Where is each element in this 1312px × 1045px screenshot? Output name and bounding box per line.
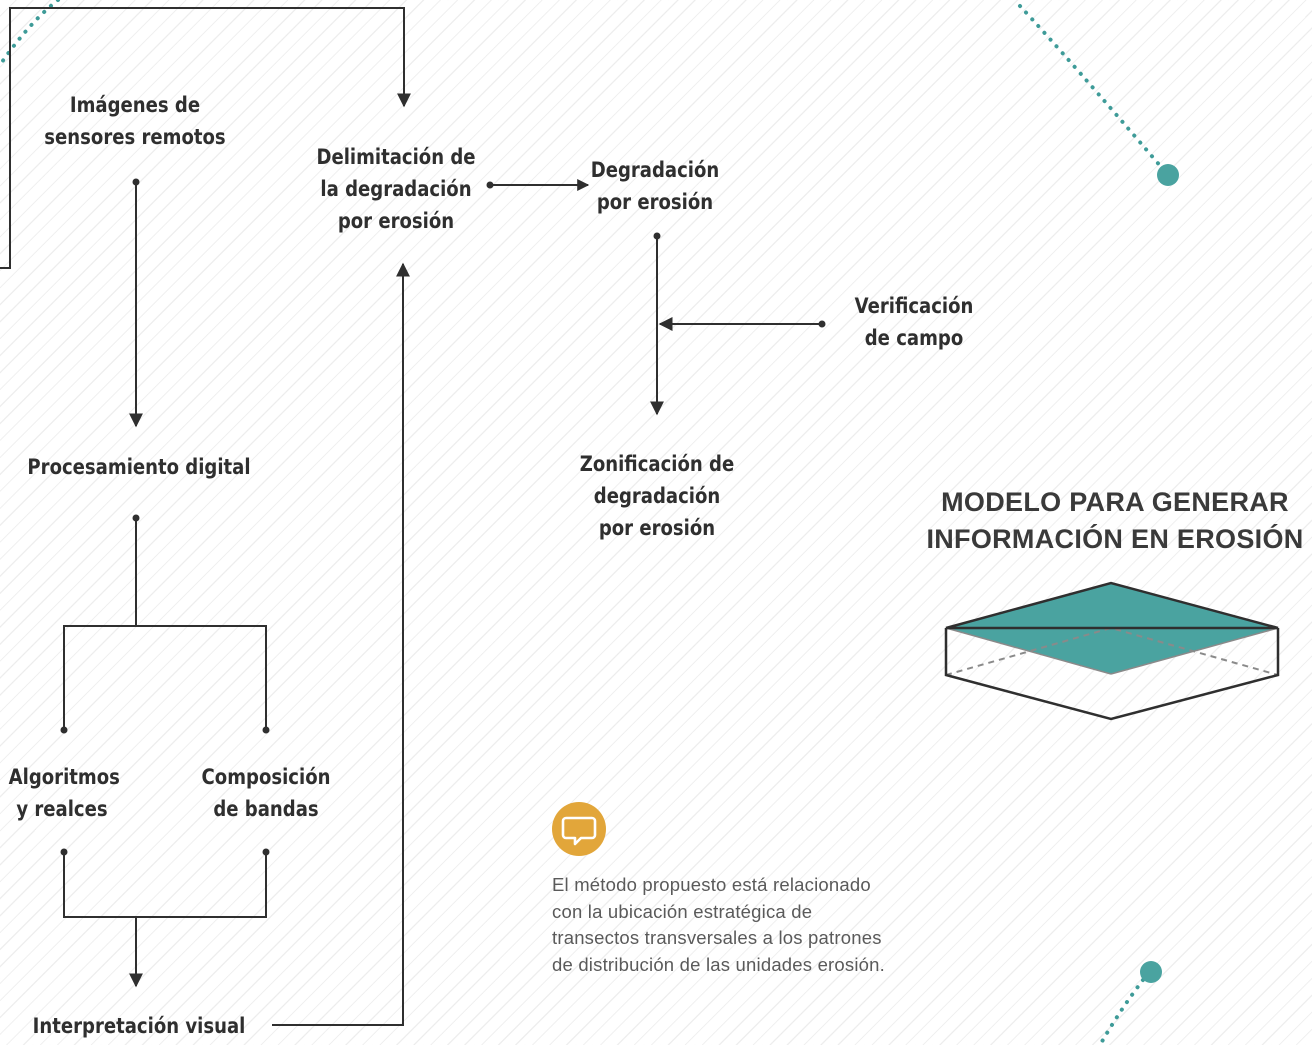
node-label-line: Procesamiento digital bbox=[27, 455, 251, 479]
node-label-line: Imágenes de bbox=[69, 93, 201, 117]
note-line: con la ubicación estratégica de bbox=[552, 900, 813, 922]
node-degradacion: Degradación por erosión bbox=[586, 154, 724, 218]
node-label-line: y realces bbox=[16, 797, 108, 821]
node-label-line: la degradación bbox=[320, 177, 472, 201]
connector-dot bbox=[818, 320, 826, 328]
model-title-line: INFORMACIÓN EN EROSIÓN bbox=[926, 524, 1304, 554]
connector-dot bbox=[262, 726, 270, 734]
edge-top-loop bbox=[0, 7, 411, 269]
connector-dot bbox=[653, 232, 661, 240]
dotted-curve-bottom-right bbox=[1098, 978, 1145, 1045]
node-label-line: de campo bbox=[864, 326, 964, 350]
note-line: El método propuesto está relacionado bbox=[552, 874, 871, 895]
speech-bubble-icon bbox=[552, 802, 606, 856]
node-delimitacion: Delimitación de la degradación por erosi… bbox=[310, 141, 482, 237]
node-label-line: Algoritmos bbox=[8, 765, 120, 789]
model-slab-icon bbox=[944, 581, 1280, 721]
node-composicion: Composición de bandas bbox=[197, 761, 335, 825]
model-title: MODELO PARA GENERAR INFORMACIÓN EN EROSI… bbox=[915, 484, 1312, 558]
note-line: transectos transversales a los patrones bbox=[552, 927, 882, 948]
node-label-line: por erosión bbox=[337, 209, 455, 233]
node-label-line: de bandas bbox=[213, 797, 319, 821]
teal-dot-top-right bbox=[1157, 164, 1179, 186]
node-zonificacion: Zonificación de degradación por erosión bbox=[571, 448, 743, 544]
node-label-line: Composición bbox=[201, 765, 331, 789]
node-interpretacion: Interpretación visual bbox=[26, 1010, 251, 1042]
note-line: de distribución de las unidades erosión. bbox=[552, 953, 885, 975]
node-label-line: Delimitación de bbox=[316, 145, 476, 169]
node-label-line: Verificación bbox=[854, 294, 974, 318]
node-label-line: degradación bbox=[593, 484, 721, 508]
dotted-curve-top-left bbox=[0, 0, 60, 64]
connector-dot bbox=[262, 848, 270, 856]
connector-dot bbox=[60, 726, 68, 734]
node-procesamiento: Procesamiento digital bbox=[19, 451, 258, 483]
edge-interpretacion-delimitacion bbox=[272, 262, 410, 1026]
node-label-line: Degradación bbox=[590, 158, 720, 182]
node-algoritmos: Algoritmos y realces bbox=[8, 761, 120, 825]
teal-dot-bottom-right bbox=[1140, 961, 1162, 983]
node-imagenes: Imágenes de sensores remotos bbox=[36, 89, 234, 153]
edge-procesamiento-branch bbox=[63, 518, 267, 730]
edge-merge bbox=[63, 852, 267, 986]
connector-dot bbox=[486, 181, 494, 189]
node-label-line: sensores remotos bbox=[44, 125, 226, 149]
method-note: El método propuesto está relacionado con… bbox=[552, 872, 972, 978]
model-title-line: MODELO PARA GENERAR bbox=[941, 487, 1289, 517]
dotted-curve-top-right bbox=[1018, 4, 1164, 170]
node-verificacion: Verificación de campo bbox=[845, 290, 983, 354]
node-label-line: por erosión bbox=[596, 190, 714, 214]
connector-dot bbox=[60, 848, 68, 856]
connector-dot bbox=[132, 514, 140, 522]
node-label-line: Interpretación visual bbox=[32, 1014, 246, 1038]
node-label-line: Zonificación de bbox=[579, 452, 735, 476]
connector-dot bbox=[132, 178, 140, 186]
node-label-line: por erosión bbox=[598, 516, 716, 540]
